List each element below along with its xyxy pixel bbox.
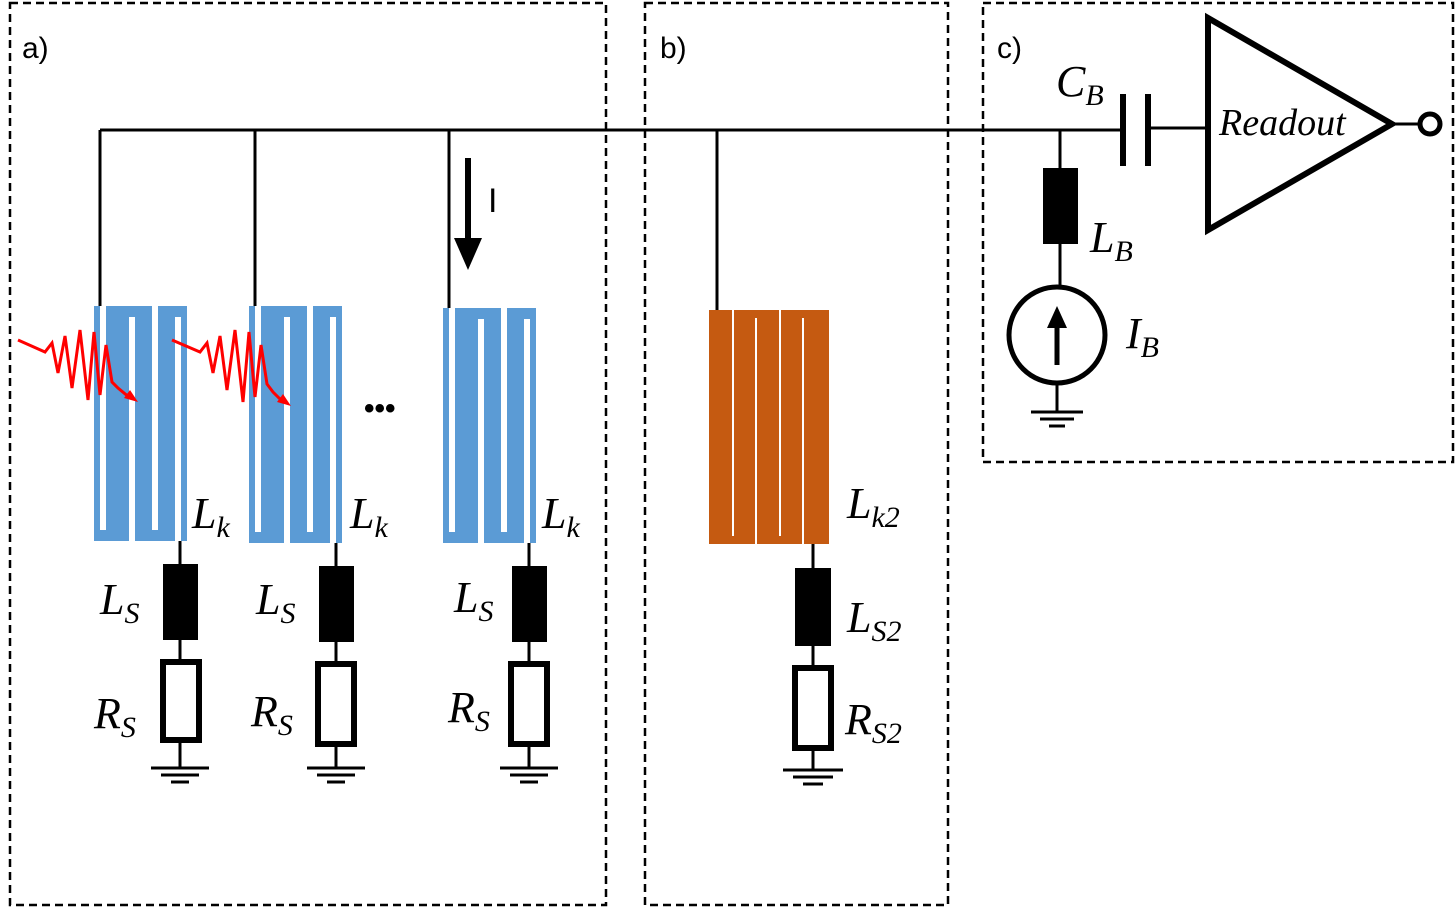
ellipsis-text: ••• [364,392,396,425]
label-rs-3: RS [447,683,490,738]
panel-b-label: b) [660,32,687,65]
label-lk2: Lk2 [846,479,900,534]
ground-icon-2 [307,766,365,784]
meander-reference [709,310,829,544]
label-lk-3: Lk [541,489,580,544]
meander-detector-2 [249,306,342,543]
current-arrow-label: I [488,182,497,220]
panel-a-label: a) [22,32,49,65]
ground-icon-1 [151,766,209,784]
readout-label: Readout [1218,102,1347,144]
bias-inductor [1043,130,1078,292]
meander-detector-3 [443,308,536,543]
photon-icon-2 [171,329,291,406]
panel-a-border [8,1,608,907]
photon-icon-1 [17,329,138,402]
label-ls-2: LS [255,575,295,630]
label-rs-2: RS [250,687,293,742]
meander-detector-1 [94,306,187,541]
label-ls2: LS2 [846,593,901,648]
ground-icon-b [783,768,843,786]
branch-1-series [160,541,202,768]
label-cb: CB [1056,57,1104,112]
branch-2-series [315,543,357,768]
label-ls-3: LS [453,573,493,628]
label-rs2: RS2 [844,695,902,750]
panel-b-border [643,1,950,907]
current-arrow [454,158,482,270]
label-lk-2: Lk [349,489,388,544]
label-rs-1: RS [93,689,136,744]
label-ib: IB [1125,309,1159,364]
panel-c-label: c) [997,32,1022,65]
ground-icon-c [1031,410,1083,428]
output-terminal-icon [1417,111,1443,137]
branch-3-series [508,543,550,768]
panel-c-border [981,1,1455,464]
label-ls-1: LS [99,575,139,630]
coupling-capacitor [1060,94,1208,166]
readout-amplifier [1205,12,1443,236]
ground-icon-3 [500,766,558,784]
current-source-icon [1006,284,1108,386]
label-lk-1: Lk [191,489,230,544]
branch-b-series [792,544,834,770]
label-lb: LB [1089,213,1133,268]
